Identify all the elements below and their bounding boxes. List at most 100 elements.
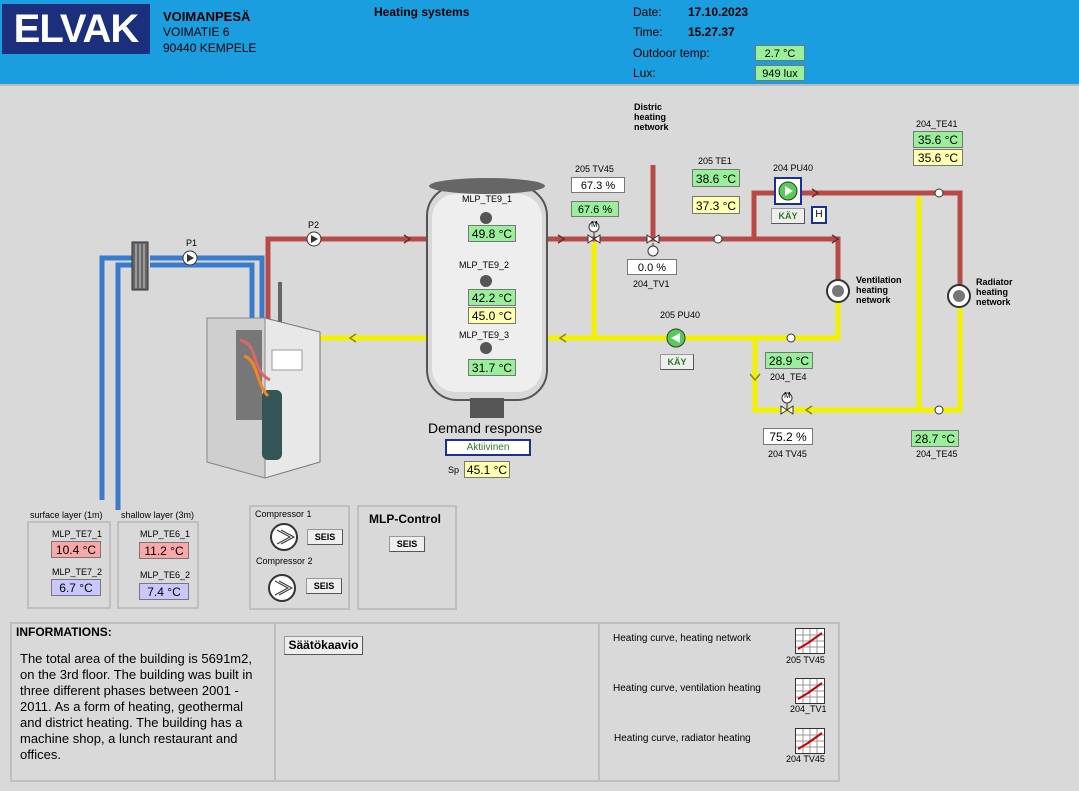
valve-motor-label: M bbox=[591, 220, 598, 229]
curve-3-label: Heating curve, radiator heating bbox=[614, 733, 751, 744]
demand-response-status[interactable]: Aktiivinen bbox=[445, 439, 531, 456]
return-arrows bbox=[348, 333, 813, 415]
te7-2-label: MLP_TE7_2 bbox=[52, 567, 103, 577]
informations-title: INFORMATIONS: bbox=[16, 625, 112, 639]
informations-text: The total area of the building is 5691m2… bbox=[20, 651, 253, 762]
page-title: Heating systems bbox=[374, 5, 470, 19]
outdoor-temp-value: 2.7 °C bbox=[755, 45, 805, 61]
saatokaavio-button[interactable]: Säätökaavio bbox=[284, 636, 363, 655]
compressor-2-label: Compressor 2 bbox=[256, 556, 313, 566]
heat-exchanger bbox=[131, 241, 149, 291]
curve-2-chart-icon[interactable] bbox=[795, 678, 825, 704]
curve-1-label: Heating curve, heating network bbox=[613, 633, 751, 644]
pump-205-pu40-icon bbox=[666, 328, 686, 348]
heat-pump-unit-icon bbox=[206, 282, 321, 479]
te6-1-label: MLP_TE6_1 bbox=[140, 529, 191, 539]
p2-label: P2 bbox=[308, 220, 320, 230]
te6-1-value: 11.2 °C bbox=[139, 542, 189, 559]
te9-2-label: MLP_TE9_2 bbox=[459, 260, 510, 270]
outdoor-temp-label: Outdoor temp: bbox=[633, 46, 710, 60]
te1-205-setpoint[interactable]: 37.3 °C bbox=[692, 196, 740, 214]
te9-2-setpoint[interactable]: 45.0 °C bbox=[468, 307, 516, 324]
ventilation-network-label: Ventilation heating network bbox=[856, 275, 902, 305]
date-label: Date: bbox=[633, 5, 662, 19]
te41-204-setpoint[interactable]: 35.6 °C bbox=[913, 149, 963, 166]
te4-204-value: 28.9 °C bbox=[765, 352, 813, 369]
valve-205-tv45-icon bbox=[587, 221, 601, 244]
pump-p1-icon bbox=[182, 250, 198, 266]
building-postcode: 90440 KEMPELE bbox=[163, 41, 257, 55]
te9-1-label: MLP_TE9_1 bbox=[462, 194, 513, 204]
pu40-204-label: 204 PU40 bbox=[773, 163, 814, 173]
pump-p2-icon bbox=[306, 231, 322, 247]
pump-204-pu40-icon[interactable] bbox=[774, 177, 802, 205]
info-divider-2 bbox=[598, 622, 600, 782]
te41-204-value: 35.6 °C bbox=[913, 131, 963, 148]
compressor-2-icon bbox=[268, 574, 296, 602]
tv45-204-position[interactable]: 75.2 % bbox=[763, 428, 813, 445]
valve-204-tv1-icon bbox=[646, 234, 660, 257]
compressor-2-stop-button[interactable]: SEIS bbox=[306, 578, 342, 594]
te41-204-label: 204_TE41 bbox=[916, 119, 958, 129]
pu40-204-hand-mode-button[interactable]: H bbox=[811, 206, 827, 224]
elvak-logo: ELVAK bbox=[2, 4, 150, 54]
pu40-205-label: 205 PU40 bbox=[660, 310, 701, 320]
info-divider-1 bbox=[274, 622, 276, 782]
building-name: VOIMANPESÄ bbox=[163, 9, 251, 24]
building-address: VOIMATIE 6 bbox=[163, 25, 230, 39]
radiator-coil-icon bbox=[947, 284, 971, 308]
return-pipes bbox=[318, 196, 963, 413]
curve-2-tag: 204_TV1 bbox=[790, 704, 827, 714]
shallow-layer-panel bbox=[117, 521, 199, 609]
header-bar: ELVAK VOIMANPESÄ VOIMATIE 6 90440 KEMPEL… bbox=[0, 0, 1079, 86]
date-value: 17.10.2023 bbox=[688, 5, 749, 19]
te7-1-value: 10.4 °C bbox=[51, 541, 101, 558]
pu40-205-run-button[interactable]: KÄY bbox=[660, 354, 694, 370]
te7-1-label: MLP_TE7_1 bbox=[52, 529, 103, 539]
pu40-204-run-button[interactable]: KÄY bbox=[771, 208, 805, 224]
te1-205-label: 205 TE1 bbox=[698, 156, 732, 166]
informations-panel bbox=[10, 622, 840, 782]
curve-3-tag: 204 TV45 bbox=[786, 754, 825, 764]
lux-label: Lux: bbox=[633, 66, 656, 80]
time-value: 15.27.37 bbox=[688, 25, 735, 39]
curve-3-chart-icon[interactable] bbox=[795, 728, 825, 754]
mlp-control-panel bbox=[357, 505, 457, 610]
compressor-1-label: Compressor 1 bbox=[255, 509, 312, 519]
ventilation-coil-icon bbox=[826, 279, 850, 303]
te45-204-value: 28.7 °C bbox=[911, 430, 959, 447]
demand-response-setpoint[interactable]: 45.1 °C bbox=[464, 461, 510, 478]
shallow-layer-label: shallow layer (3m) bbox=[121, 510, 195, 520]
flow-arrows bbox=[403, 188, 840, 244]
te4-204-label: 204_TE4 bbox=[770, 372, 807, 382]
district-heating-label: Distric heating network bbox=[634, 102, 669, 132]
compressor-1-stop-button[interactable]: SEIS bbox=[307, 529, 343, 545]
tv45-205-label: 205 TV45 bbox=[575, 164, 614, 174]
te1-205-value: 38.6 °C bbox=[692, 169, 740, 187]
te9-3-value: 31.7 °C bbox=[468, 359, 516, 376]
temperature-sensor-icons bbox=[713, 188, 944, 415]
sp-label: Sp bbox=[448, 465, 460, 475]
valve-204-motor-label: M bbox=[784, 391, 791, 400]
tv45-205-position[interactable]: 67.3 % bbox=[571, 177, 625, 193]
compressor-1-icon bbox=[270, 523, 298, 551]
tv45-205-output: 67.6 % bbox=[571, 201, 619, 217]
compressors-panel bbox=[249, 505, 350, 610]
te9-3-label: MLP_TE9_3 bbox=[459, 330, 510, 340]
radiator-network-label: Radiator heating network bbox=[976, 277, 1013, 307]
curve-1-tag: 205 TV45 bbox=[786, 655, 825, 665]
te7-2-value: 6.7 °C bbox=[51, 579, 101, 596]
te6-2-value: 7.4 °C bbox=[139, 583, 189, 600]
surface-layer-panel bbox=[27, 521, 111, 609]
curve-1-chart-icon[interactable] bbox=[795, 628, 825, 654]
tv1-204-position[interactable]: 0.0 % bbox=[627, 259, 677, 275]
tv45-204-label: 204 TV45 bbox=[768, 449, 807, 459]
te9-1-value: 49.8 °C bbox=[468, 225, 516, 242]
te6-2-label: MLP_TE6_2 bbox=[140, 570, 191, 580]
lux-value: 949 lux bbox=[755, 65, 805, 81]
valve-204-tv45-icon bbox=[780, 392, 794, 415]
mlp-control-stop-button[interactable]: SEIS bbox=[389, 536, 425, 552]
p1-label: P1 bbox=[186, 238, 198, 248]
time-label: Time: bbox=[633, 25, 663, 39]
surface-layer-label: surface layer (1m) bbox=[30, 510, 103, 520]
